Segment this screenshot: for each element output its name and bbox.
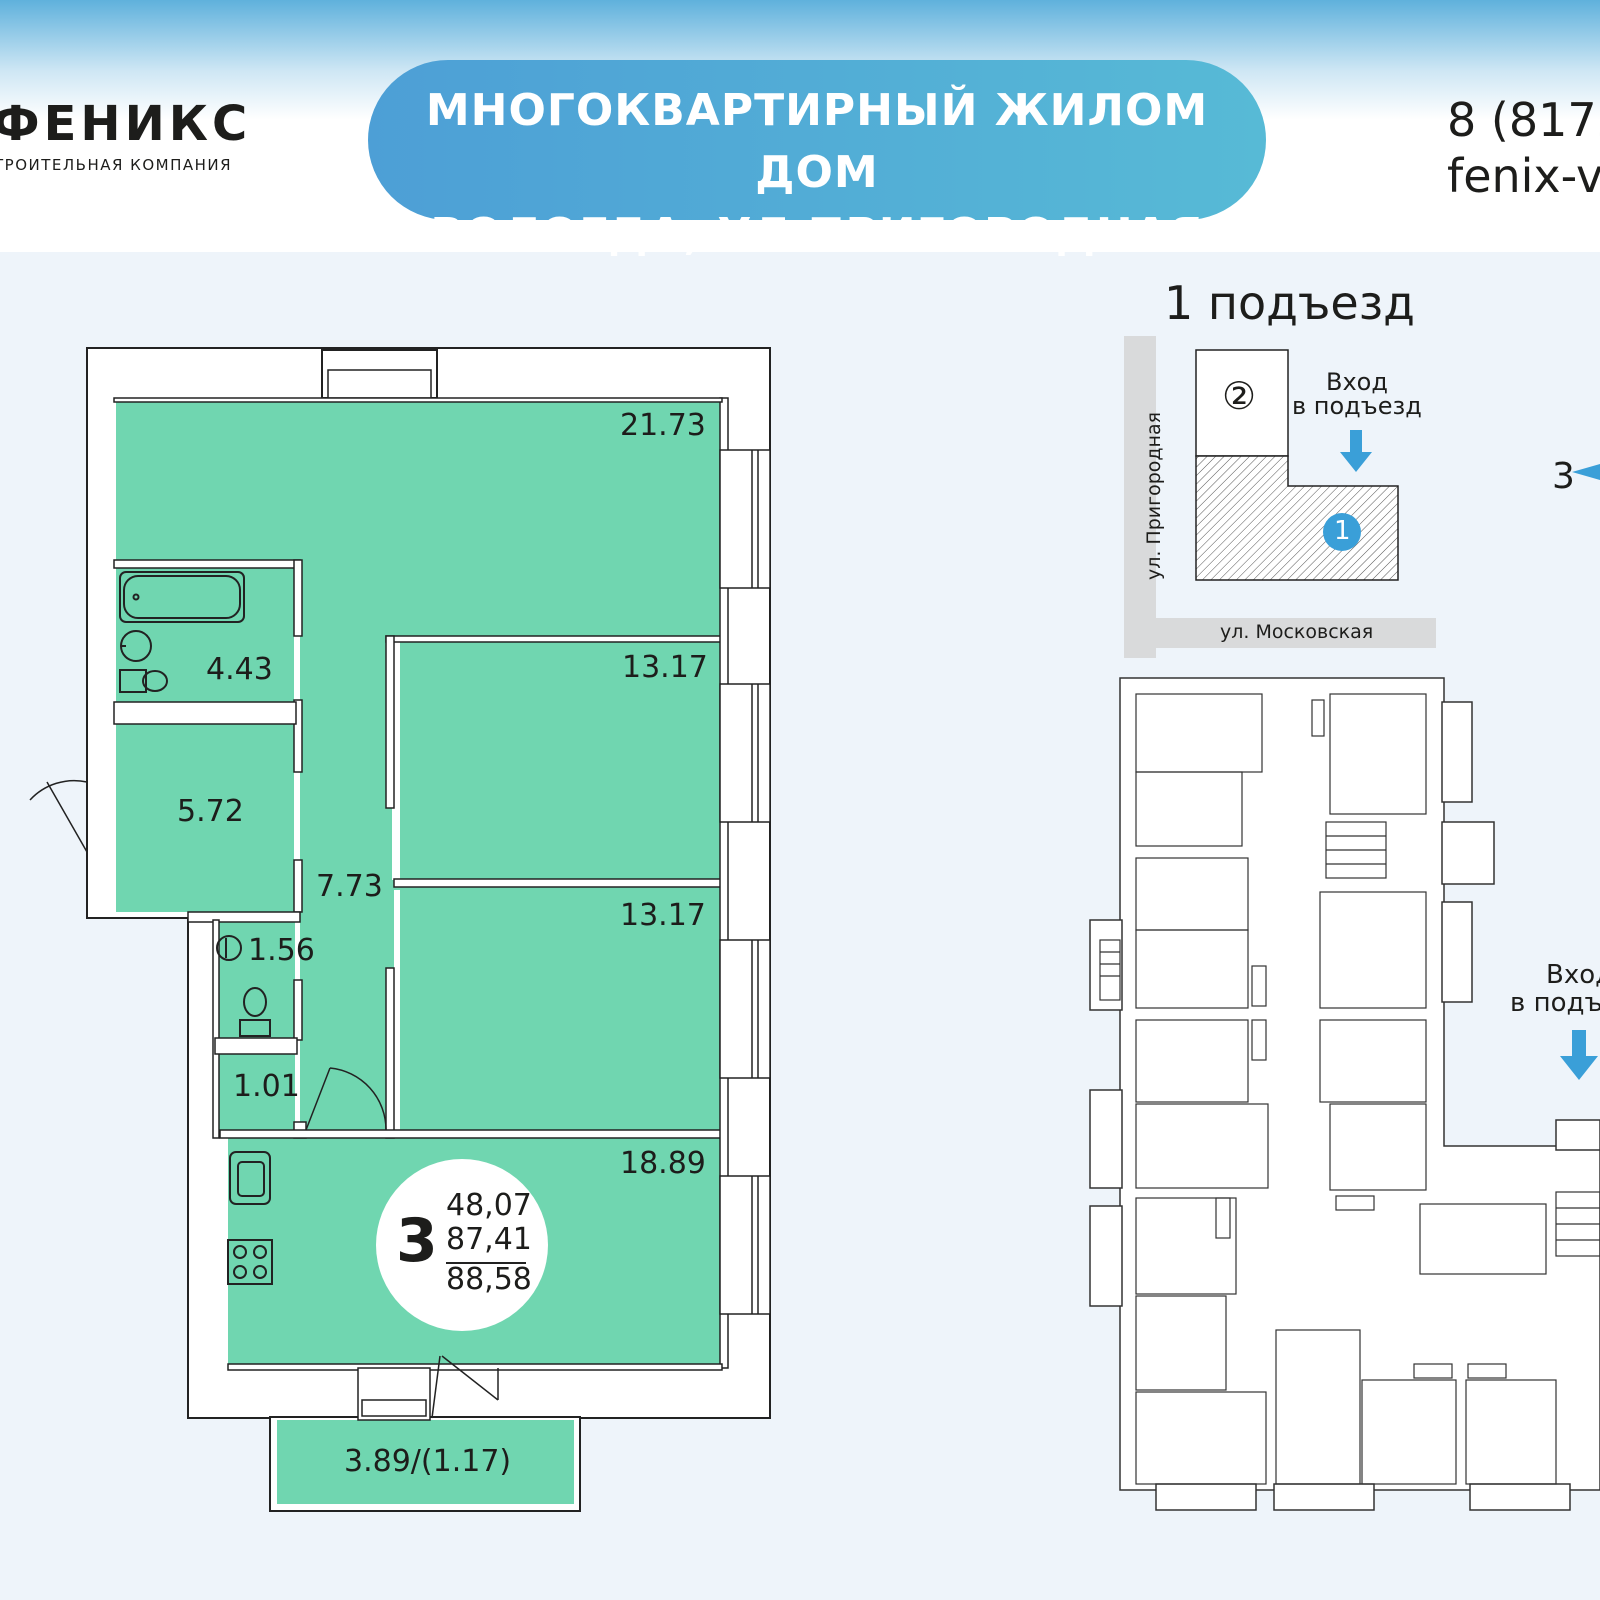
entrance-arrow-icon (1340, 430, 1372, 472)
area-label-balcony: 3.89/(1.17) (344, 1444, 512, 1479)
stove-icon (227, 1239, 273, 1285)
area-label-corridor: 7.73 (316, 869, 383, 904)
sink-icon (120, 630, 152, 662)
toilet-room (219, 922, 295, 1038)
logo-name: ФЕНИКС (0, 96, 252, 152)
area-label-toilet: 1.56 (248, 933, 315, 968)
area-label-hall: 5.72 (177, 794, 244, 829)
kitchen-sink-icon (229, 1151, 271, 1205)
bedroom-middle (400, 642, 720, 880)
header: ФЕНИКС ТРОИТЕЛЬНАЯ КОМПАНИЯ МНОГОКВАРТИР… (0, 0, 1600, 260)
building-1-marker (1323, 513, 1361, 551)
toilet-icon (119, 669, 147, 693)
area-label-kitchen: 18.89 (620, 1146, 706, 1181)
building-2-marker: ② (1222, 374, 1257, 418)
entrance-title: 1 подъезд (1164, 276, 1415, 330)
area-label-bedroom-lower: 13.17 (620, 898, 706, 933)
total-with-balcony-value: 88,58 (446, 1262, 532, 1297)
room-living-top (116, 400, 720, 862)
summary-circle (376, 1159, 548, 1331)
street-prigorodnaya (1124, 336, 1156, 658)
floor-entrance-label-2: в подъезд (1510, 988, 1600, 1018)
storage-room (219, 1054, 295, 1130)
living-area-value: 48,07 (446, 1188, 532, 1223)
site-entrance-label-2: в подъезд (1292, 392, 1422, 420)
title-line-2: ВОЛОГДА, УЛ.ПРИГОРОДНАЯ (430, 209, 1204, 260)
total-area-value: 87,41 (446, 1222, 532, 1257)
title-line-1: МНОГОКВАРТИРНЫЙ ЖИЛОМ ДОМ (425, 85, 1209, 198)
balcony-room (277, 1420, 574, 1504)
logo-subtitle: ТРОИТЕЛЬНАЯ КОМПАНИЯ (0, 156, 233, 174)
floor-entrance-label-1: Вход (1546, 960, 1600, 990)
area-label-storage: 1.01 (233, 1069, 300, 1104)
entrance-door (29, 779, 88, 853)
area-label-bathroom: 4.43 (206, 652, 273, 687)
bedroom-lower (400, 890, 720, 1130)
phone-number[interactable]: 8 (8172 (1447, 93, 1600, 147)
contact-block: 8 (8172 fenix-v (1447, 92, 1600, 204)
website-link[interactable]: fenix-v (1447, 149, 1600, 203)
area-label-bedroom-middle: 13.17 (622, 650, 708, 685)
title-banner: МНОГОКВАРТИРНЫЙ ЖИЛОМ ДОМ ВОЛОГДА, УЛ.ПР… (368, 60, 1266, 260)
bathtub-icon (119, 571, 245, 623)
floor-entrance-arrow-icon (1560, 1030, 1598, 1080)
building-1-number: 1 (1334, 516, 1351, 546)
street-moskovskaya (1124, 618, 1436, 648)
street-label-moskovskaya: ул. Московская (1220, 621, 1374, 643)
hall-room (116, 724, 294, 912)
corridor-room (300, 704, 720, 1135)
marker-3: 3 (1552, 456, 1575, 497)
rooms-count: 3 (396, 1206, 438, 1276)
marker-3-arrow-icon (1572, 464, 1600, 480)
area-label-living-top: 21.73 (620, 408, 706, 443)
site-entrance-label-1: Вход (1326, 368, 1388, 396)
